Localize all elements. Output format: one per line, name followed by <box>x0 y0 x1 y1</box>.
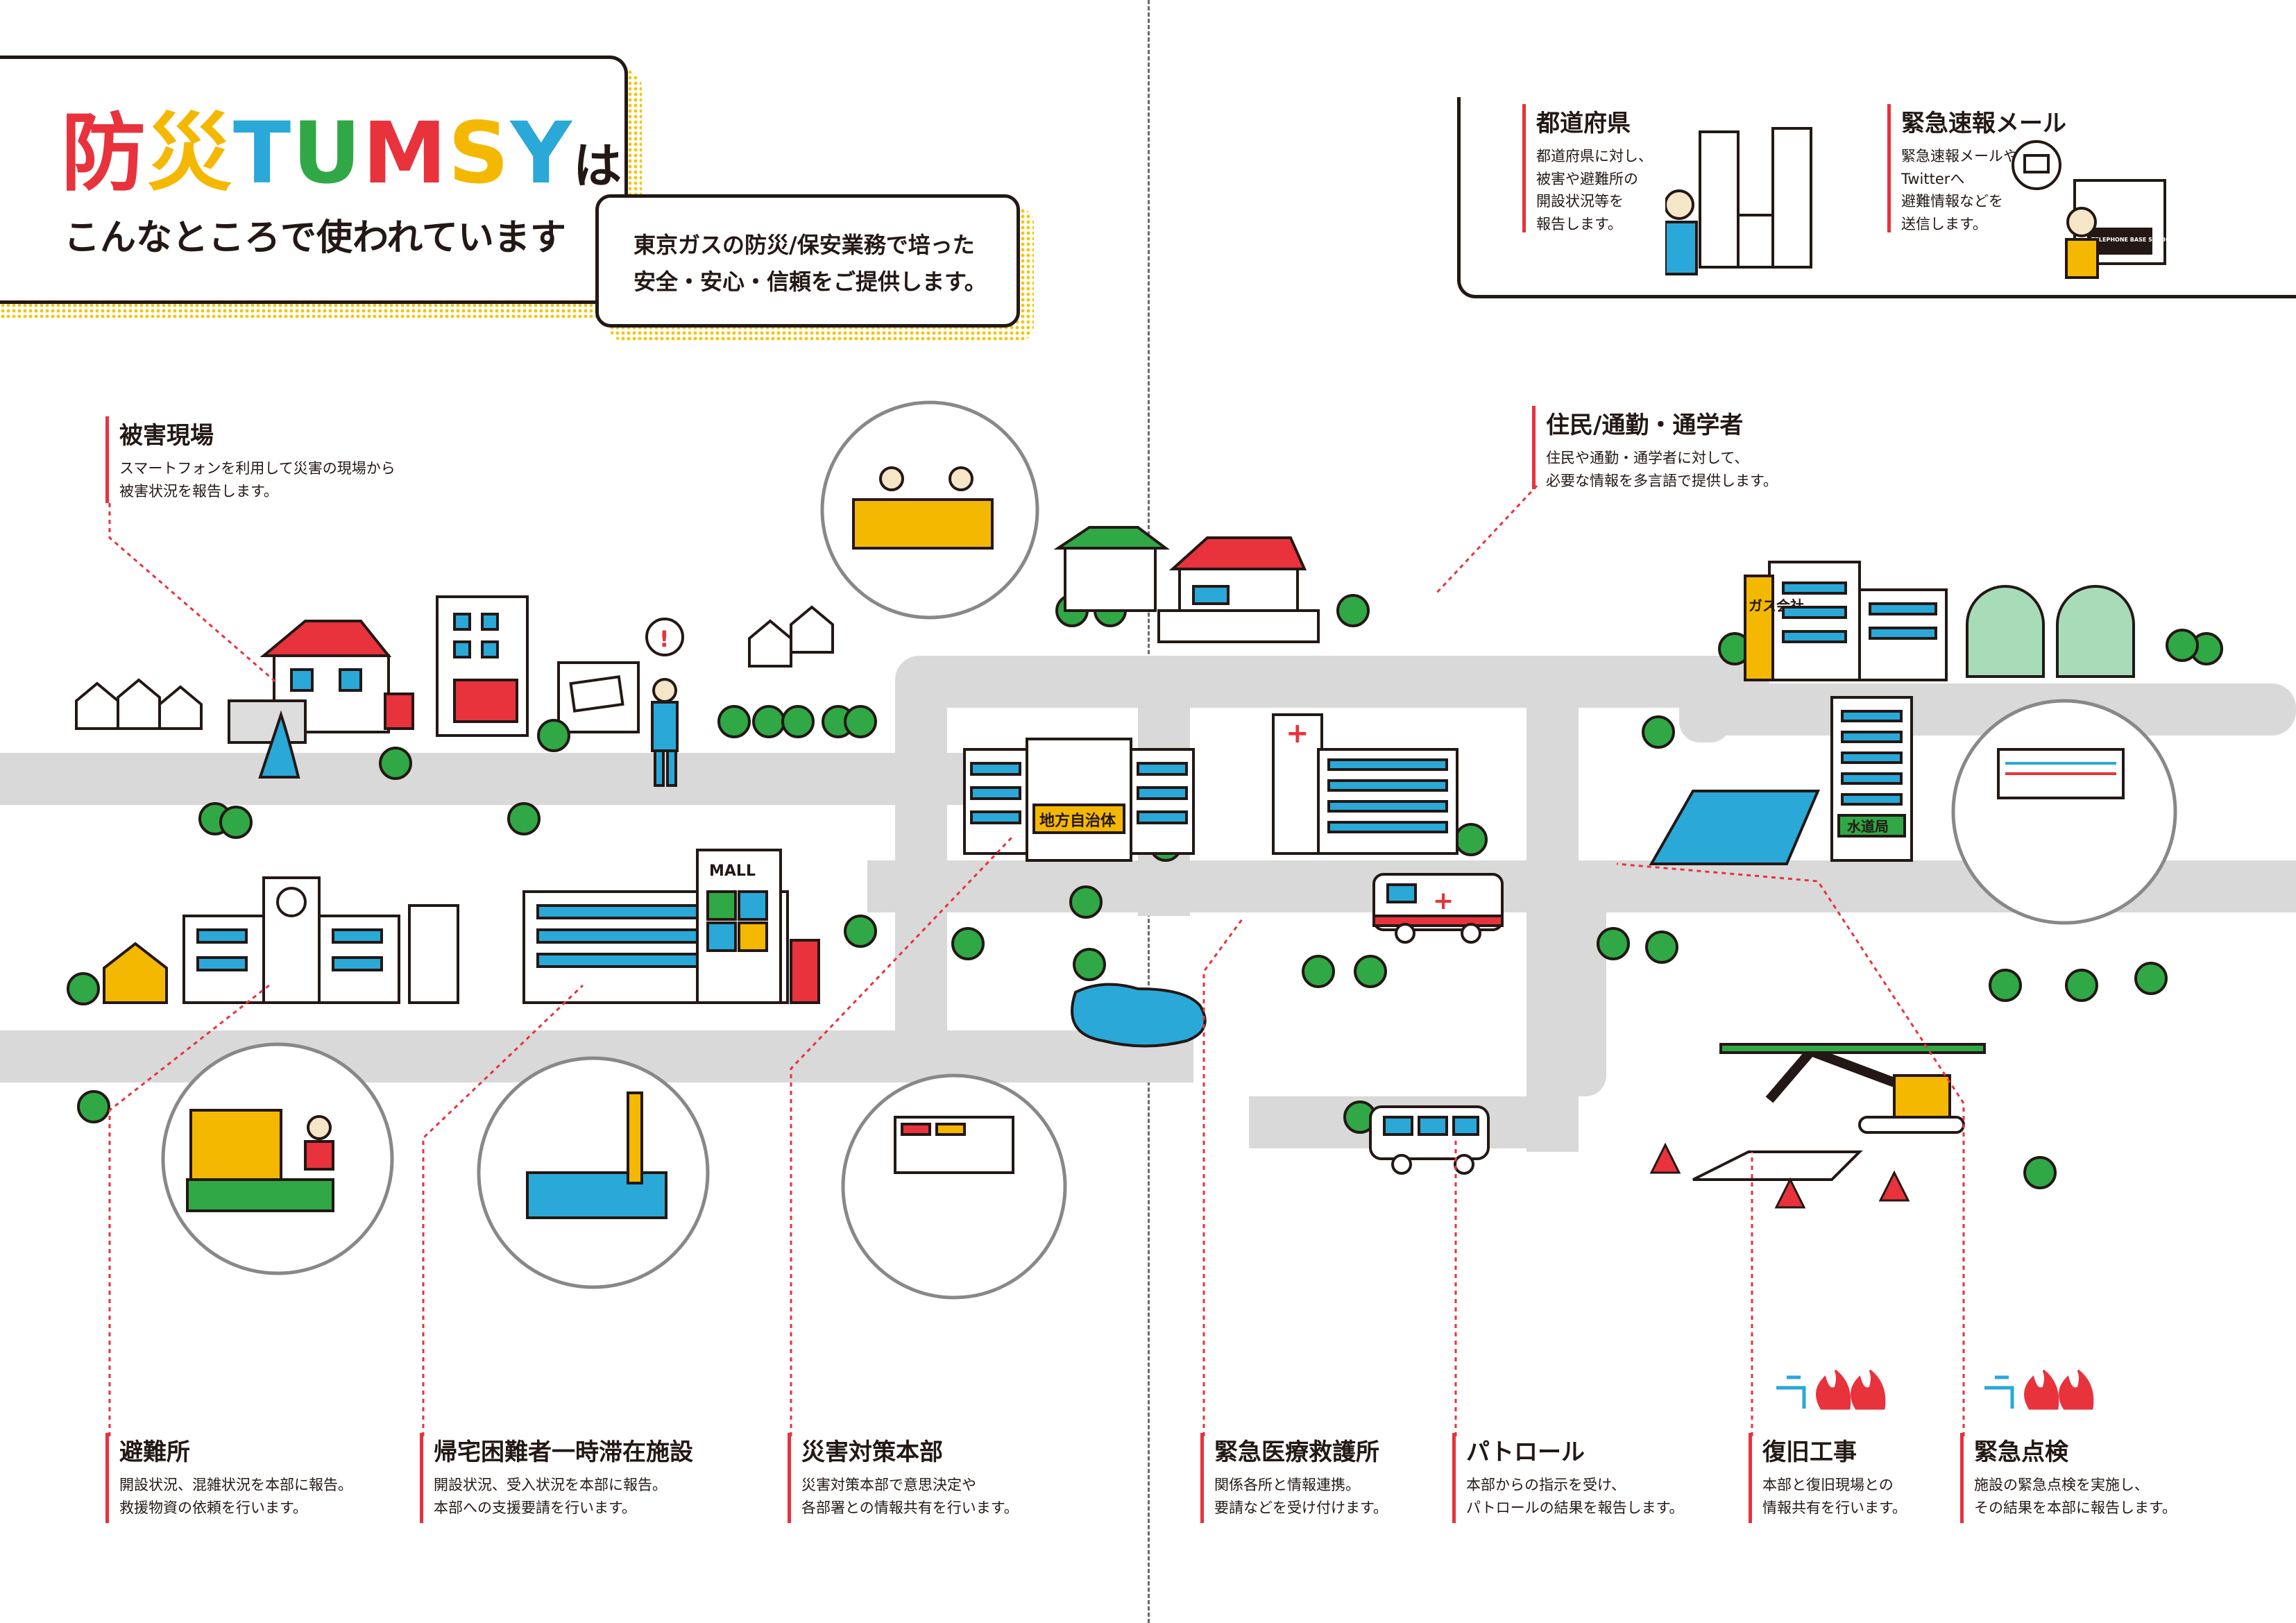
title-box <box>0 56 628 304</box>
label-title: 災害対策本部 <box>801 1438 943 1466</box>
label-jumin: 住民/通勤・通学者 住民や通勤・通学者に対して、必要な情報を多言語で提供します。 <box>1532 406 1778 492</box>
logo-char: M <box>362 104 448 203</box>
leader-lines <box>108 484 1965 1436</box>
label-desc: 開設状況、混雑状況を本部に報告。救援物資の依頼を行います。 <box>119 1477 352 1516</box>
city-hall: 地方自治体 <box>963 738 1195 862</box>
label-higai-genba: 被害現場 スマートフォンを利用して災害の現場から被害状況を報告します。 <box>105 416 396 503</box>
label-kinkyu-tenken: 緊急点検 施設の緊急点検を実施し、その結果を本部に報告します。 <box>1960 1433 2177 1523</box>
label-desc: 住民や通勤・通学者に対して、必要な情報を多言語で提供します。 <box>1546 450 1778 489</box>
logo-char: T <box>233 104 293 203</box>
logo-char: U <box>292 104 363 203</box>
label-title: 住民/通勤・通学者 <box>1546 411 1744 439</box>
traffic-cones <box>1649 1142 1910 1209</box>
logo-char: S <box>448 104 511 203</box>
label-desc: 本部からの指示を受け、パトロールの結果を報告します。 <box>1466 1477 1684 1516</box>
label-title: 緊急医療救護所 <box>1214 1438 1379 1466</box>
label-kitaku: 帰宅困難者一時滞在施設 開設状況、受入状況を本部に報告。本部への支援要請を行いま… <box>420 1433 693 1523</box>
label-desc: 都道府県に対し、被害や避難所の 開設状況等を報告します。 <box>1536 148 1653 232</box>
logo-char: 災 <box>147 104 233 203</box>
label-desc: 災害対策本部で意思決定や各部署との情報共有を行います。 <box>801 1477 1019 1516</box>
svg-text:+: + <box>1286 717 1309 749</box>
label-title: 被害現場 <box>119 422 214 450</box>
city-hall-sign: 地方自治体 <box>1039 812 1116 830</box>
label-saigai-honbu: 災害対策本部 災害対策本部で意思決定や各部署との情報共有を行います。 <box>788 1433 1019 1523</box>
page-subtitle: こんなところで使われています <box>64 217 566 259</box>
logo-char: 防 <box>61 104 147 203</box>
label-title: パトロール <box>1466 1438 1585 1466</box>
label-desc: スマートフォンを利用して災害の現場から被害状況を報告します。 <box>119 460 396 500</box>
label-title: 避難所 <box>119 1438 190 1466</box>
tagline-box: 東京ガスの防災/保安業務で培った 安全・安心・信頼をご提供します。 <box>595 194 1020 328</box>
label-todofuken: 都道府県 都道府県に対し、被害や避難所の 開設状況等を報告します。 <box>1522 104 1653 235</box>
label-desc: 開設状況、受入状況を本部に報告。本部への支援要請を行います。 <box>434 1477 667 1516</box>
damaged-house <box>228 595 640 744</box>
telephone-station-sign: TELEPHONE BASE STATION <box>2091 237 2175 243</box>
label-title: 帰宅困難者一時滞在施設 <box>434 1438 693 1466</box>
label-desc: 本部と復旧現場との情報共有を行います。 <box>1762 1477 1907 1516</box>
label-hinanjo: 避難所 開設状況、混雑状況を本部に報告。救援物資の依頼を行います。 <box>105 1433 352 1523</box>
alert-bubble <box>645 618 684 656</box>
label-kinkyu-iryo: 緊急医療救護所 関係各所と情報連携。要請などを受け付けます。 <box>1200 1433 1388 1523</box>
water-bureau-sign: 水道局 <box>1847 818 1889 835</box>
svg-text:+: + <box>1433 887 1454 915</box>
hq-scene <box>841 1073 1067 1300</box>
label-patrol: パトロール 本部からの指示を受け、パトロールの結果を報告します。 <box>1452 1433 1684 1523</box>
label-title: 都道府県 <box>1536 110 1631 137</box>
excavator <box>1692 1043 1986 1181</box>
logo-char: Y <box>510 104 573 203</box>
vignette-content <box>186 466 2125 1219</box>
label-title: 緊急点検 <box>1974 1438 2068 1466</box>
houses-top-center <box>1053 526 1320 643</box>
label-fukkyu: 復旧工事 本部と復旧現場との情報共有を行います。 <box>1749 1433 1907 1523</box>
flame-icon <box>1816 1369 2094 1410</box>
mall-sign: MALL <box>709 863 756 880</box>
small-houses-left <box>75 605 834 730</box>
label-desc: 関係各所と情報連携。要請などを受け付けます。 <box>1214 1477 1388 1516</box>
ambulance: + <box>1372 873 1504 944</box>
patrol-car <box>1369 1105 1490 1175</box>
faucet-icon <box>1776 1375 2014 1409</box>
mall: MALL <box>522 849 820 1004</box>
admin-panel-illustration: TELEPHONE BASE STATION <box>1665 127 2175 279</box>
school-shelter <box>103 876 459 1004</box>
label-desc: 施設の緊急点検を実施し、その結果を本部に報告します。 <box>1974 1477 2177 1516</box>
pond <box>1071 983 1207 1048</box>
field-worker: ! <box>645 618 684 787</box>
tagline-line2: 安全・安心・信頼をご提供します。 <box>633 268 987 295</box>
bousai-tumsy-logo: 防災TUMSYは <box>61 111 623 196</box>
gas-company: ガス会社 <box>1744 561 2135 681</box>
label-title: 復旧工事 <box>1762 1438 1857 1466</box>
water-bureau: 水道局 <box>1649 696 1913 865</box>
logo-suffix: は <box>572 137 623 194</box>
inspection-scene <box>1951 699 2177 925</box>
svg-text:!: ! <box>659 626 670 652</box>
water-leak <box>258 710 300 779</box>
label-title: 緊急速報メール <box>1901 110 2066 137</box>
tagline-line1: 東京ガスの防災/保安業務で培った <box>633 232 975 258</box>
hospital: + <box>1272 713 1459 855</box>
admin-panel <box>1457 97 2296 298</box>
